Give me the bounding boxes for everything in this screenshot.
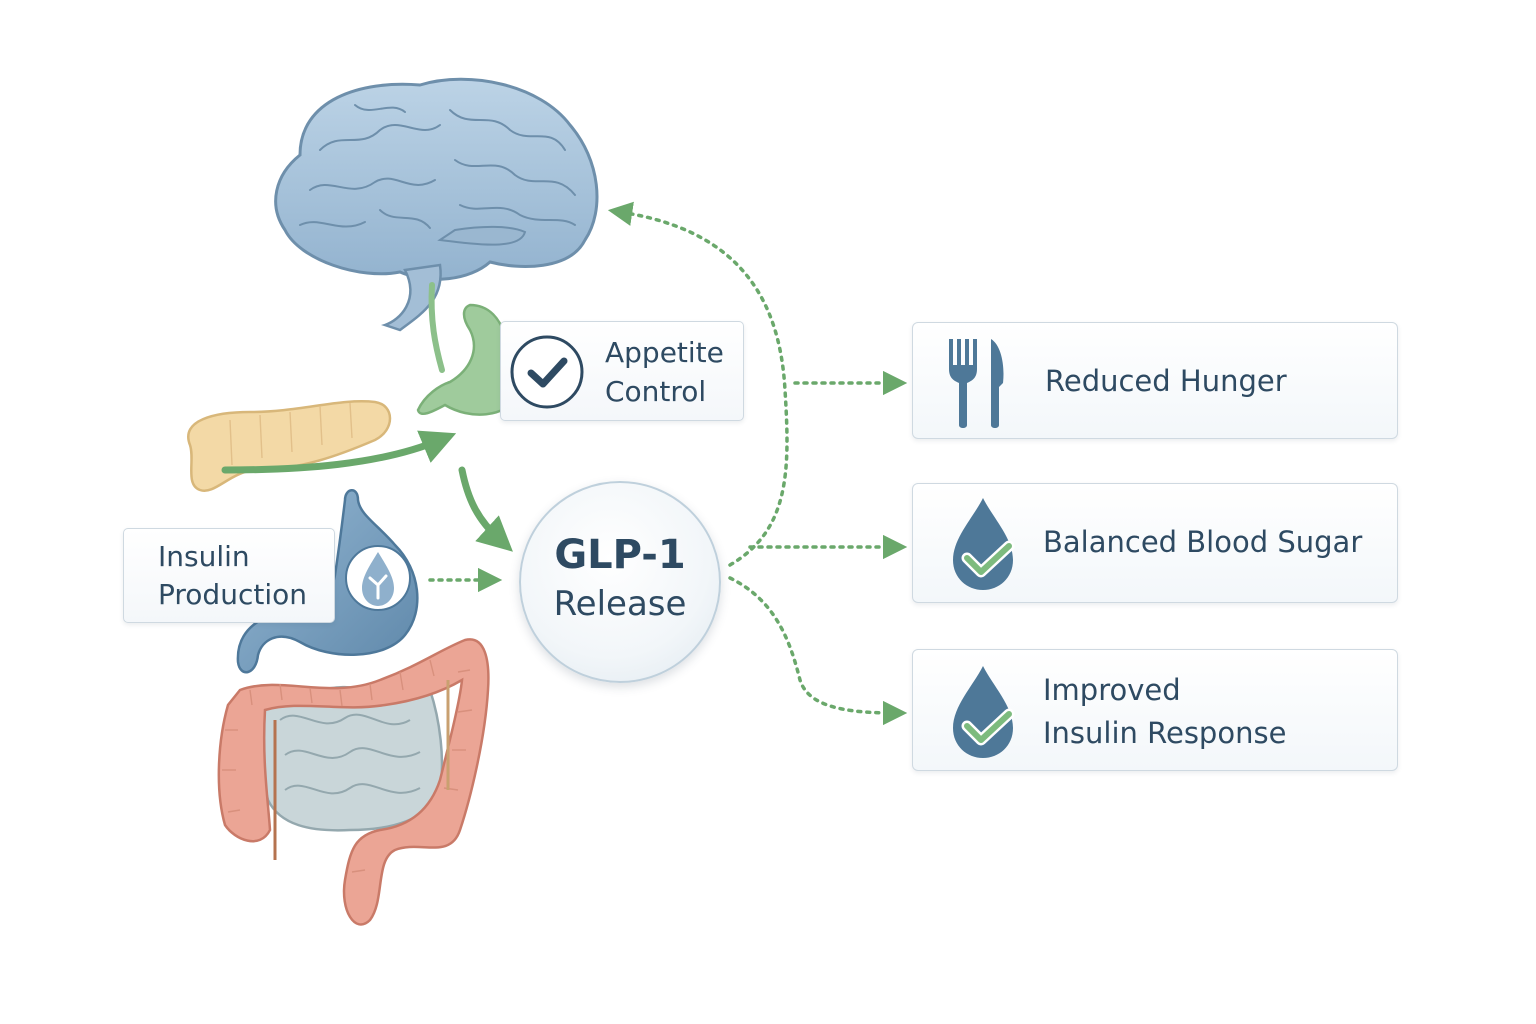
pancreas-illustration	[187, 400, 392, 492]
outcome-card-improved-insulin-response: Improved Insulin Response	[912, 649, 1398, 771]
reduced-hunger-label: Reduced Hunger	[1045, 364, 1287, 398]
insulin-production-line2: Production	[158, 578, 307, 611]
insulin-production-label: Insulin Production	[123, 528, 335, 623]
brain-illustration	[274, 77, 599, 332]
improved-insulin-response-line1: Improved	[1043, 673, 1181, 707]
drop-check-icon	[953, 666, 1015, 758]
arrow-glp1-to-brain	[607, 201, 789, 567]
glp1-release-node: GLP-1 Release	[519, 481, 721, 683]
drop-check-icon	[953, 498, 1015, 590]
intestines-illustration	[217, 638, 490, 926]
check-circle-icon	[510, 335, 584, 409]
outcome-card-reduced-hunger: Reduced Hunger	[912, 322, 1398, 439]
outcome-card-balanced-blood-sugar: Balanced Blood Sugar	[912, 483, 1398, 603]
fork-knife-icon	[949, 339, 1004, 428]
glp1-subtitle: Release	[553, 584, 687, 624]
appetite-control-line2: Control	[605, 375, 707, 408]
glp1-title: GLP-1	[554, 532, 686, 578]
balanced-blood-sugar-label: Balanced Blood Sugar	[1043, 525, 1363, 559]
improved-insulin-response-line2: Insulin Response	[1043, 716, 1287, 750]
appetite-control-line1: Appetite	[605, 336, 724, 369]
appetite-control-label: Appetite Control	[500, 321, 744, 421]
arrow-to-insulin-response	[728, 576, 908, 726]
insulin-production-line1: Insulin	[158, 540, 250, 573]
